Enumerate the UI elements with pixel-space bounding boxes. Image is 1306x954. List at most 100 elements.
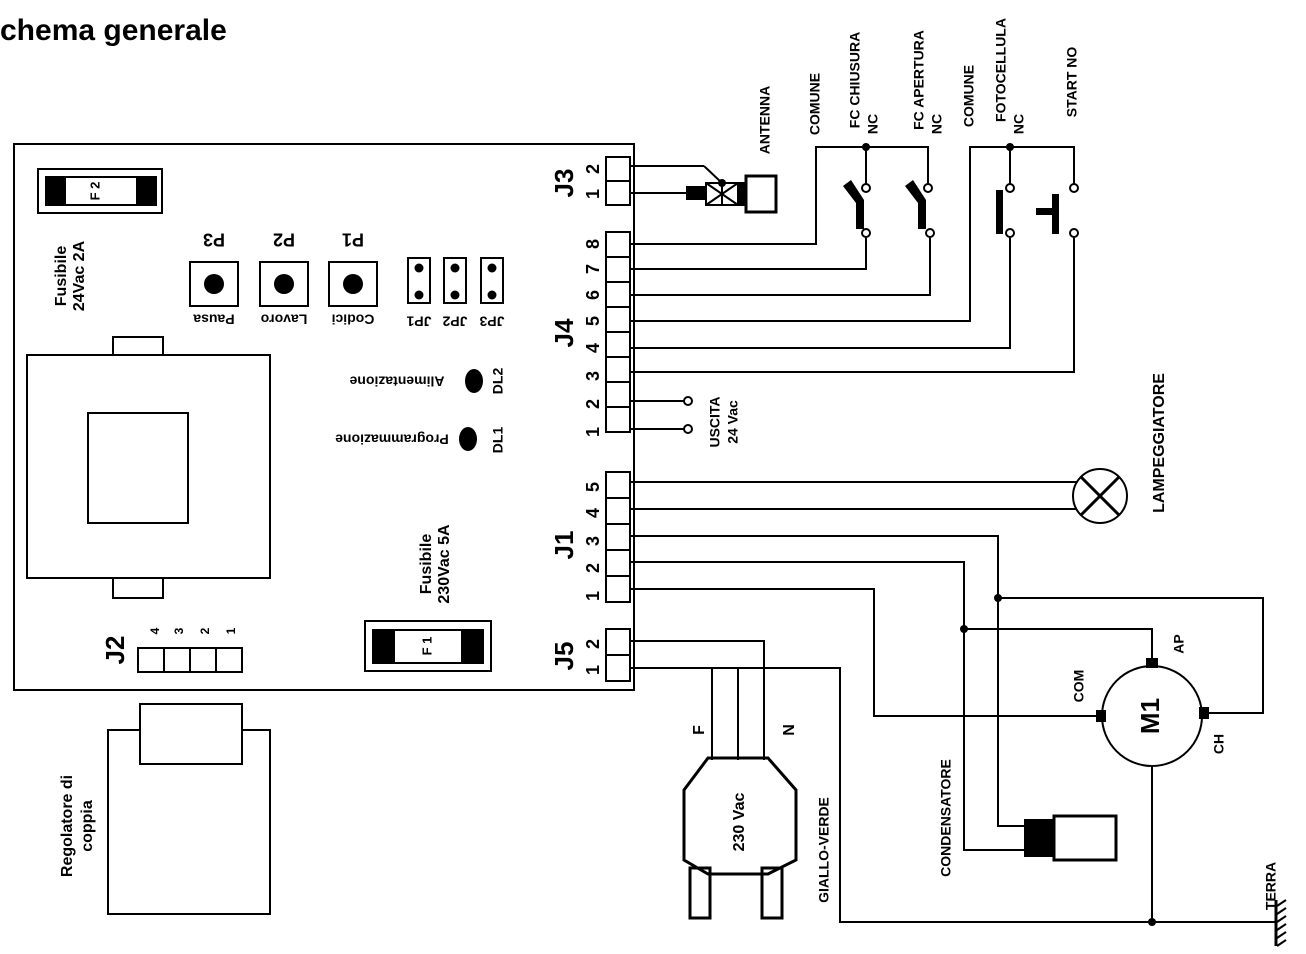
antenna: ANTENNA [630, 86, 778, 214]
svg-text:NC: NC [929, 114, 945, 134]
svg-text:CONDENSATORE: CONDENSATORE [938, 759, 954, 877]
connector-j1: 5 4 3 2 1 J1 [549, 471, 631, 603]
svg-text:7: 7 [583, 264, 603, 274]
led-dl2: Alimentazione DL2 [349, 368, 505, 395]
svg-text:6: 6 [583, 290, 603, 300]
connector-j5: 2 1 J5 [549, 628, 631, 682]
svg-text:Alimentazione: Alimentazione [349, 373, 444, 389]
svg-text:2: 2 [583, 399, 603, 409]
svg-text:FOTOCELLULA: FOTOCELLULA [993, 18, 1009, 122]
plug-phase-label: F [691, 725, 708, 735]
torque-regulator: Regolatore di coppia [59, 703, 271, 915]
motor-wiring [630, 535, 1264, 851]
svg-text:4: 4 [583, 508, 603, 518]
limit-switch-opening: FC APERTURA NC [905, 30, 945, 238]
svg-text:Codici: Codici [332, 311, 375, 327]
fuse-f2-label: Fusibile 24Vac 2A [53, 240, 88, 311]
svg-text:1: 1 [583, 665, 603, 675]
svg-text:230 Vac: 230 Vac [731, 793, 748, 852]
fuse-f1-label: Fusibile 230Vac 5A [418, 524, 453, 604]
connector-j1-name: J1 [549, 531, 579, 560]
svg-text:5: 5 [583, 316, 603, 326]
svg-text:FC APERTURA: FC APERTURA [911, 30, 927, 130]
comune-label-2: COMUNE [961, 65, 977, 127]
svg-text:5: 5 [583, 482, 603, 492]
capacitor: CONDENSATORE [938, 759, 1118, 877]
svg-text:P3: P3 [203, 229, 225, 249]
svg-text:1: 1 [583, 189, 603, 199]
photocell-contact: FOTOCELLULA NC [993, 18, 1027, 238]
svg-text:3: 3 [172, 627, 186, 634]
motor-m1: M1 AP COM CH [1071, 634, 1227, 767]
svg-text:2: 2 [583, 164, 603, 174]
svg-text:Fusibile: Fusibile [418, 534, 435, 595]
limit-switch-closing: FC CHIUSURA NC [843, 32, 881, 238]
svg-text:CH: CH [1211, 734, 1227, 754]
fuse-f2: F 2 [37, 168, 163, 214]
page-title: chema generale [0, 14, 227, 47]
connector-j4: 8 7 6 5 4 3 2 1 J4 [549, 231, 631, 437]
j4-wiring [630, 143, 1075, 373]
svg-text:Pausa: Pausa [193, 311, 234, 327]
svg-text:4: 4 [583, 343, 603, 353]
connector-j4-name: J4 [549, 318, 579, 347]
svg-text:AP: AP [1171, 634, 1187, 653]
connector-j2: 4 3 2 1 J2 [100, 627, 243, 673]
button-p2: P2 Lavoro [259, 229, 309, 327]
svg-text:JP2: JP2 [442, 313, 467, 329]
connector-j3-name: J3 [549, 169, 579, 198]
svg-text:3: 3 [583, 371, 603, 381]
svg-text:JP3: JP3 [479, 313, 504, 329]
connector-j2-name: J2 [100, 636, 130, 665]
svg-text:NC: NC [865, 114, 881, 134]
svg-text:4: 4 [148, 627, 162, 634]
svg-text:P2: P2 [273, 229, 295, 249]
svg-text:DL2: DL2 [490, 368, 506, 395]
start-button-contact: START NO [1036, 47, 1080, 238]
connector-j5-name: J5 [549, 642, 579, 671]
button-p1: P1 Codici [328, 229, 378, 327]
fuse-f2-code: F 2 [87, 182, 102, 201]
svg-text:24Vac 2A: 24Vac 2A [71, 240, 88, 311]
svg-text:1: 1 [583, 591, 603, 601]
fuse-f1: F 1 [364, 620, 492, 672]
svg-text:2: 2 [583, 639, 603, 649]
giallo-verde-label: GIALLO-VERDE [816, 797, 832, 903]
earth-ground: TERRA [630, 667, 1287, 947]
svg-text:Programmazione: Programmazione [335, 431, 449, 447]
mains-plug: 230 Vac F N [630, 640, 798, 920]
svg-text:DL1: DL1 [490, 427, 506, 454]
svg-text:FC CHIUSURA: FC CHIUSURA [847, 32, 863, 128]
svg-text:Lavoro: Lavoro [261, 311, 308, 327]
control-board [13, 143, 635, 691]
svg-text:coppia: coppia [79, 800, 96, 852]
svg-text:START NO: START NO [1064, 47, 1080, 118]
svg-text:2: 2 [583, 563, 603, 573]
svg-text:24 Vac: 24 Vac [725, 400, 741, 444]
svg-text:P1: P1 [342, 229, 364, 249]
svg-text:230Vac 5A: 230Vac 5A [436, 524, 453, 604]
transformer [26, 336, 271, 599]
comune-label-1: COMUNE [807, 73, 823, 135]
svg-text:LAMPEGGIATORE: LAMPEGGIATORE [1151, 373, 1168, 513]
svg-text:2: 2 [198, 627, 212, 634]
jumper-jp2: JP2 [442, 257, 467, 329]
svg-text:1: 1 [224, 627, 238, 634]
svg-text:8: 8 [583, 239, 603, 249]
svg-text:Fusibile: Fusibile [53, 246, 70, 307]
svg-text:NC: NC [1011, 114, 1027, 134]
svg-text:1: 1 [583, 427, 603, 437]
motor-name: M1 [1135, 698, 1165, 734]
svg-text:TERRA: TERRA [1263, 862, 1279, 910]
svg-text:3: 3 [583, 536, 603, 546]
flashing-lamp: LAMPEGGIATORE [630, 373, 1168, 524]
jumper-jp1: JP1 [406, 257, 431, 329]
led-dl1: Programmazione DL1 [335, 427, 506, 454]
plug-neutral-label: N [781, 724, 798, 736]
fuse-f1-code: F 1 [419, 637, 434, 656]
svg-text:USCITA: USCITA [707, 396, 723, 447]
connector-j3: 2 1 J3 [549, 156, 631, 206]
svg-text:Regolatore di: Regolatore di [59, 775, 76, 877]
button-p3: P3 Pausa [189, 229, 239, 327]
